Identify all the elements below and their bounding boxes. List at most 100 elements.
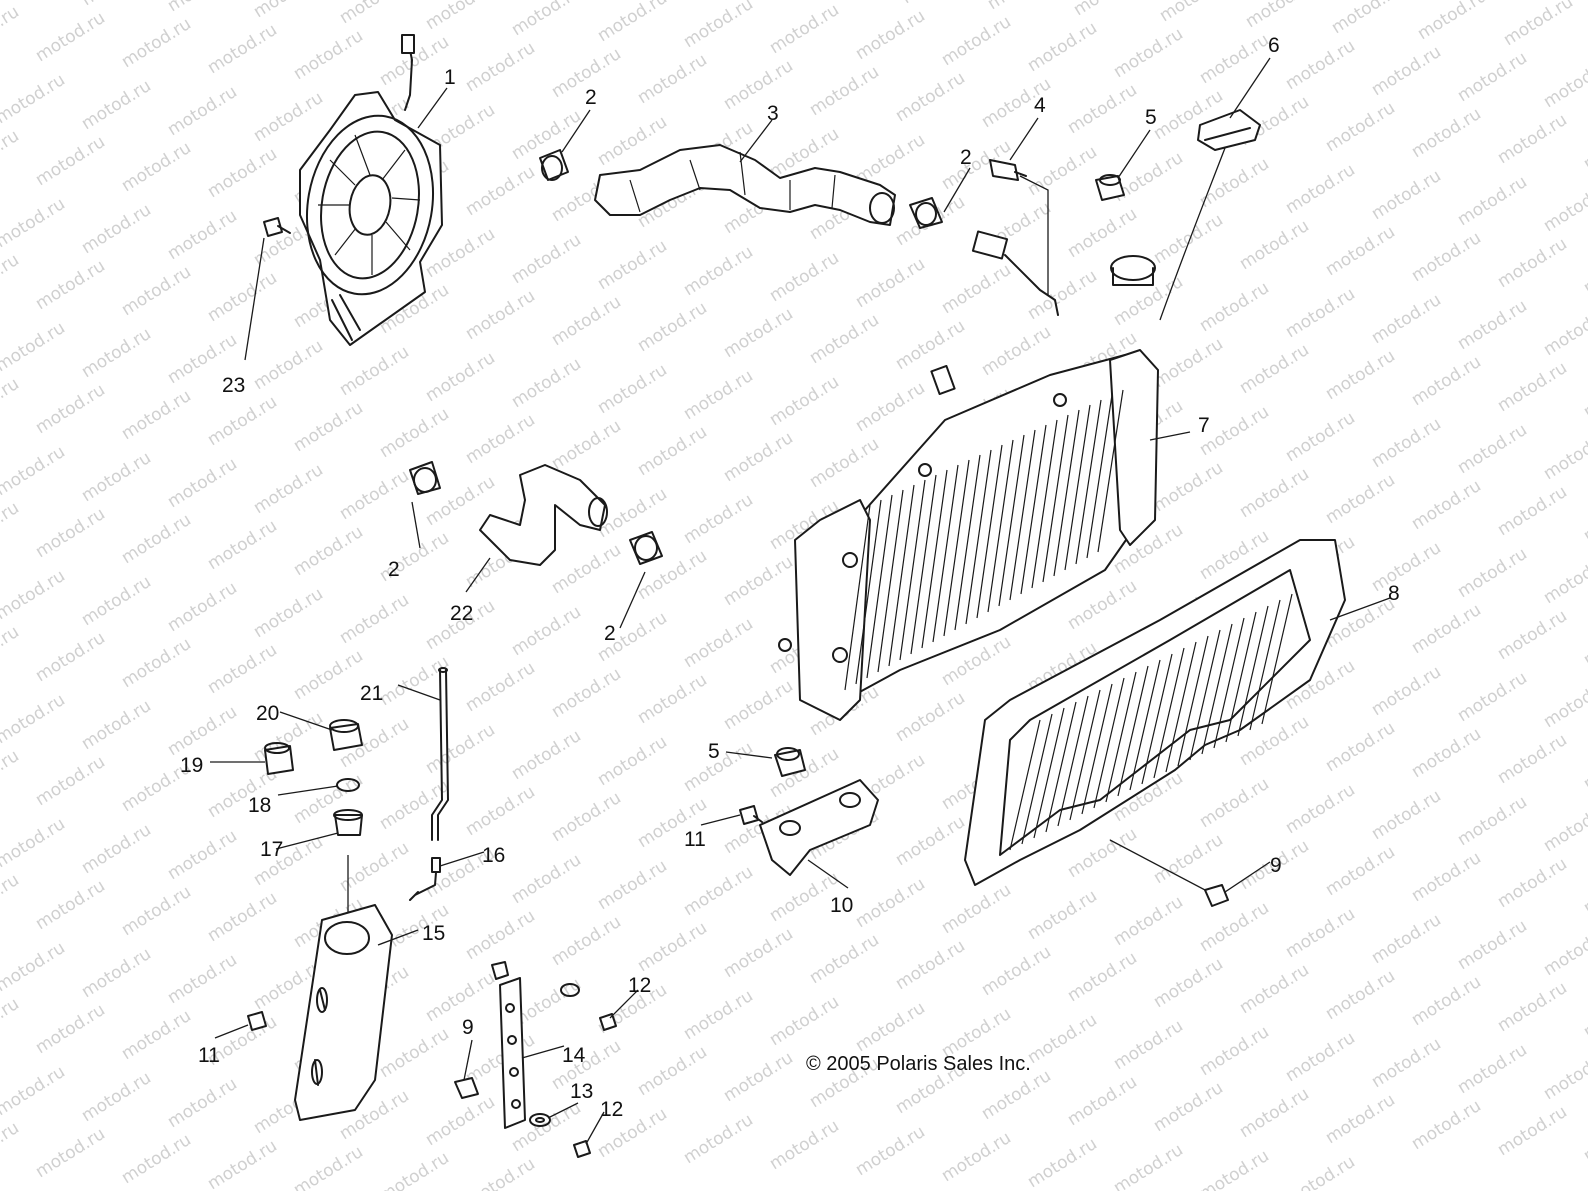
watermark-text: motod.ru <box>680 242 757 300</box>
watermark-text: motod.ru <box>118 634 195 692</box>
watermark-text: motod.ru <box>1540 1046 1588 1104</box>
watermark-text: motod.ru <box>32 256 109 314</box>
radiator-fin <box>1097 389 1124 553</box>
watermark-text: motod.ru <box>1408 1096 1485 1154</box>
watermark-text: motod.ru <box>1196 1022 1273 1080</box>
callout-2-top-left: 2 <box>585 86 597 109</box>
callout-12-lower: 12 <box>600 1098 623 1121</box>
watermark-text: motod.ru <box>1368 414 1445 472</box>
watermark-text: motod.ru <box>1454 296 1531 354</box>
watermark-text: motod.ru <box>508 602 585 660</box>
callout-8: 8 <box>1388 582 1400 605</box>
watermark-text: motod.ru <box>1580 364 1588 422</box>
watermark-text: motod.ru <box>0 566 69 624</box>
watermark-text: motod.ru <box>1368 166 1445 224</box>
watermark-text: motod.ru <box>508 230 585 288</box>
watermark-text: motod.ru <box>1322 966 1399 1024</box>
watermark-text: motod.ru <box>0 690 69 748</box>
watermark-text: motod.ru <box>290 646 367 704</box>
shroud-fin <box>1057 695 1089 827</box>
watermark-text: motod.ru <box>32 132 109 190</box>
watermark-text: motod.ru <box>1282 780 1359 838</box>
watermark-text: motod.ru <box>32 628 109 686</box>
watermark-text: motod.ru <box>508 0 585 40</box>
watermark-text: motod.ru <box>0 938 69 996</box>
watermark-text: motod.ru <box>0 994 23 1052</box>
part-coolant-reservoir <box>294 904 393 1121</box>
watermark-text: motod.ru <box>204 20 281 78</box>
watermark-text: motod.ru <box>1580 736 1588 794</box>
watermark-text: motod.ru <box>164 206 241 264</box>
callout-labels: 1 2 3 2 4 5 6 7 8 9 10 11 5 2 22 2 23 21… <box>180 34 1400 1121</box>
callout-11-lower: 11 <box>198 1044 220 1067</box>
part-bushing <box>264 742 294 775</box>
watermark-text: motod.ru <box>78 200 155 258</box>
callout-5-top: 5 <box>1145 106 1157 129</box>
callout-9-right: 9 <box>1270 854 1282 877</box>
shroud-fin <box>1129 659 1161 791</box>
watermark-text: motod.ru <box>164 826 241 884</box>
watermark-text: motod.ru <box>720 304 797 362</box>
watermark-text: motod.ru <box>0 1062 69 1120</box>
callout-3: 3 <box>767 102 779 125</box>
watermark-text: motod.ru <box>164 578 241 636</box>
watermark-text: motod.ru <box>1110 1140 1187 1191</box>
watermark-text: motod.ru <box>1150 334 1227 392</box>
watermark-text: motod.ru <box>118 882 195 940</box>
watermark-text: motod.ru <box>984 0 1061 14</box>
watermark-text: motod.ru <box>594 484 671 542</box>
watermark-text: motod.ru <box>0 746 23 804</box>
part-sensor-4 <box>989 159 1027 181</box>
watermark-text: motod.ru <box>164 702 241 760</box>
watermark-text: motod.ru <box>78 572 155 630</box>
watermark-text: motod.ru <box>376 1148 453 1191</box>
watermark-text: motod.ru <box>852 998 929 1056</box>
callout-20: 20 <box>256 702 279 725</box>
watermark-text: motod.ru <box>422 720 499 778</box>
watermark-text: motod.ru <box>1408 600 1485 658</box>
watermark-text: motod.ru <box>1110 24 1187 82</box>
watermark-text: motod.ru <box>720 676 797 734</box>
watermark-text: motod.ru <box>1110 148 1187 206</box>
radiator-fin <box>1042 414 1069 583</box>
watermark-text: motod.ru <box>290 398 367 456</box>
watermark-text: motod.ru <box>32 8 109 66</box>
part-elbow-fitting <box>409 857 441 901</box>
watermark-text: motod.ru <box>1150 954 1227 1012</box>
watermark-text: motod.ru <box>0 126 23 184</box>
callout-10: 10 <box>830 894 853 917</box>
watermark-text: motod.ru <box>1368 786 1445 844</box>
watermark-text: motod.ru <box>938 1128 1015 1186</box>
watermark-text: motod.ru <box>1580 860 1588 918</box>
callout-23: 23 <box>222 374 245 397</box>
watermark-text: motod.ru <box>1494 110 1571 168</box>
watermark-text: motod.ru <box>634 50 711 108</box>
watermark-text: motod.ru <box>78 1068 155 1126</box>
radiator-fin <box>976 444 1003 619</box>
watermark-text: motod.ru <box>290 1142 367 1191</box>
part-clamp-top-right <box>909 197 943 229</box>
radiator-fin <box>1086 394 1113 559</box>
watermark-text: motod.ru <box>892 936 969 994</box>
watermark-text: motod.ru <box>1414 0 1491 44</box>
watermark-text: motod.ru <box>1322 470 1399 528</box>
watermark-text: motod.ru <box>118 1006 195 1064</box>
watermark-text: motod.ru <box>250 0 327 22</box>
watermark-text: motod.ru <box>250 88 327 146</box>
watermark-text: motod.ru <box>1196 774 1273 832</box>
callout-6: 6 <box>1268 34 1280 57</box>
watermark-text: motod.ru <box>1322 222 1399 280</box>
watermark-text: motod.ru <box>1282 904 1359 962</box>
part-o-ring <box>336 778 360 792</box>
callout-12-upper: 12 <box>628 974 651 997</box>
watermark-text: motod.ru <box>548 912 625 970</box>
watermark-text: motod.ru <box>852 378 929 436</box>
watermark-text: motod.ru <box>1196 898 1273 956</box>
watermark-text: motod.ru <box>898 0 975 8</box>
watermark-text: motod.ru <box>164 950 241 1008</box>
watermark-text: motod.ru <box>1196 30 1273 88</box>
watermark-text: motod.ru <box>1408 104 1485 162</box>
watermark-text: motod.ru <box>422 0 499 34</box>
part-bypass-hose <box>479 464 608 566</box>
watermark-text: motod.ru <box>806 310 883 368</box>
